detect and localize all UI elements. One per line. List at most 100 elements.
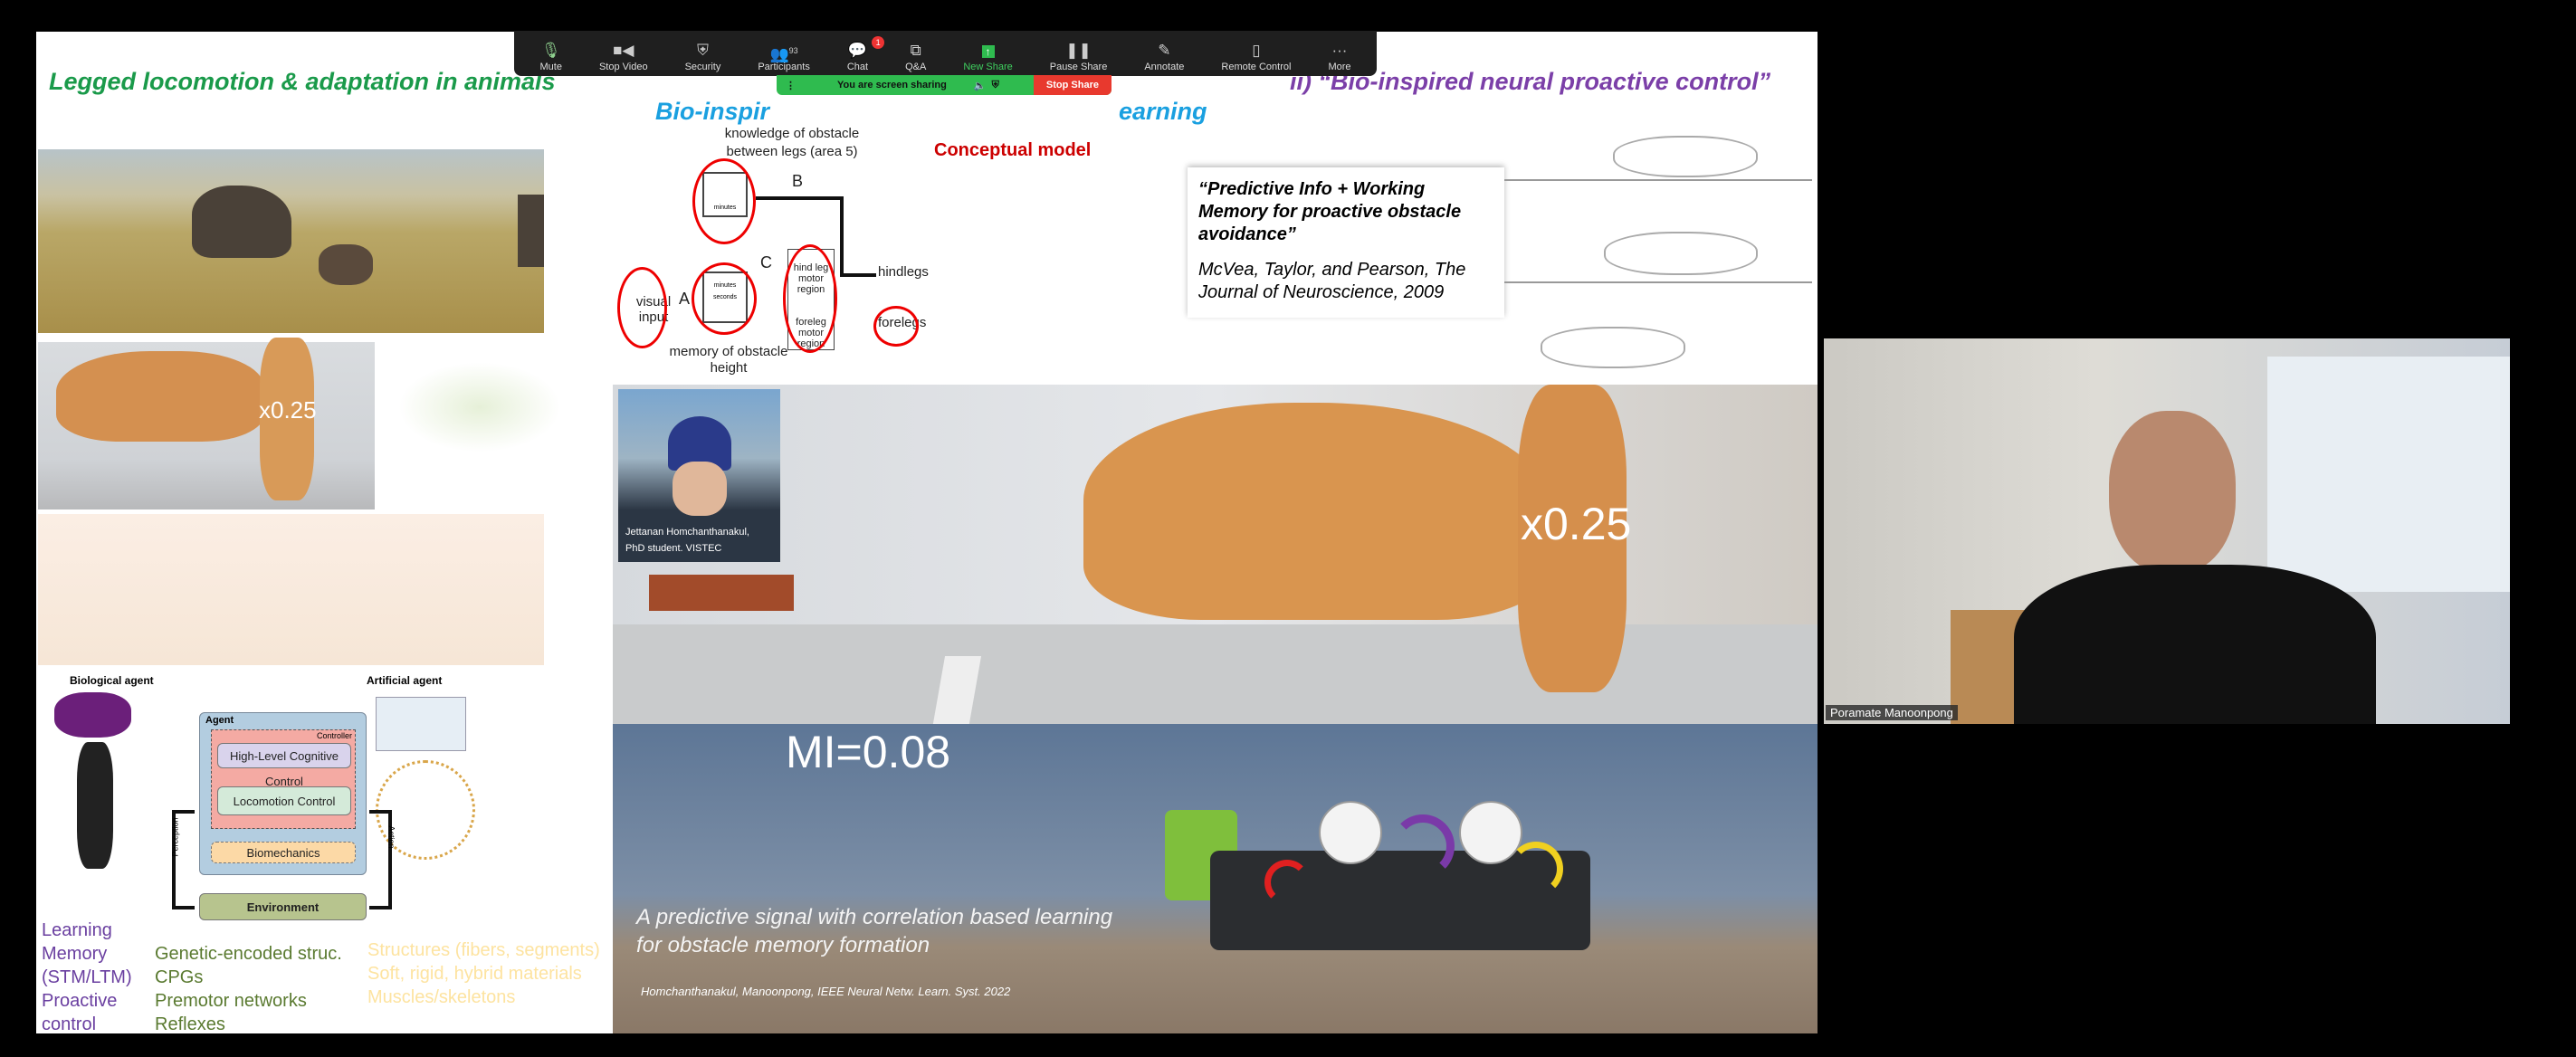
label-b: B: [792, 172, 804, 190]
security-button[interactable]: ⛨ Security: [685, 40, 721, 72]
video-citation: Homchanthanakul, Manoonpong, IEEE Neural…: [641, 985, 1011, 998]
stop-video-button[interactable]: ■◀ Stop Video: [599, 40, 648, 72]
portrait-caption-name: Jettanan Homchanthanakul,: [625, 527, 749, 538]
small-video-speed: x0.25: [259, 396, 317, 424]
pencil-icon: ✎: [1158, 42, 1171, 59]
button-label: Stop Video: [598, 62, 648, 72]
text-line: Learning: [42, 920, 112, 940]
button-label: Annotate: [1144, 62, 1185, 72]
label-a: A: [679, 290, 691, 308]
remote-control-button[interactable]: ▯ Remote Control: [1221, 40, 1291, 72]
chat-badge: 1: [872, 36, 885, 49]
microphone-icon: 🎙: [540, 42, 561, 59]
video-speed-label: x0.25: [1521, 499, 1632, 549]
high-level-cognitive-control: High-Level Cognitive Control: [217, 743, 351, 788]
red-arrow-icon: [1264, 860, 1310, 905]
annotation-circle: [783, 244, 837, 353]
label-memory-height: memory of obstacle height: [669, 344, 788, 376]
more-button[interactable]: ··· More: [1328, 40, 1350, 72]
qa-button[interactable]: ⧉ Q&A: [905, 40, 926, 72]
button-label: New Share: [963, 62, 1013, 72]
annotation-circle: [873, 306, 919, 347]
text-line: control: [42, 1014, 97, 1034]
fly-brain-image: [54, 692, 131, 738]
cat-obstacle-video: Jettanan Homchanthanakul, PhD student. V…: [613, 385, 1818, 724]
heading-bio-inspired-b: earning: [1119, 98, 1207, 125]
share-arrow-icon: ↑: [981, 40, 995, 62]
annotate-button[interactable]: ✎ Annotate: [1144, 40, 1184, 72]
label-agent: Agent: [205, 715, 234, 726]
conceptual-model-title: Conceptual model: [934, 140, 1092, 160]
agent-box: Agent Controller High-Level Cognitive Co…: [199, 712, 367, 875]
shield-icon: ⛨: [697, 42, 709, 59]
button-label: More: [1328, 62, 1351, 72]
qa-icon: ⧉: [910, 42, 921, 59]
yellow-arrow-icon: [1509, 842, 1563, 896]
button-label: Participants: [758, 62, 810, 72]
mute-button[interactable]: 🎙 Mute: [540, 40, 562, 72]
cat-sequence-illustration: [1504, 123, 1817, 381]
presenter-face: [2109, 411, 2236, 574]
button-label: Security: [684, 62, 721, 72]
participant-name-label: Poramate Manoonpong: [1826, 705, 1958, 720]
locomotion-control: Locomotion Control: [217, 786, 351, 815]
quote-text: “Predictive Info + Working Memory for pr…: [1198, 179, 1462, 244]
screen-sharing-bar: ⋮ You are screen sharing 🔈 ⛨ Stop Share: [777, 75, 1111, 95]
video-camera-icon: ■◀: [613, 42, 634, 59]
label-knowledge: knowledge of obstacle between legs (area…: [724, 126, 860, 159]
student-portrait: Jettanan Homchanthanakul, PhD student. V…: [618, 389, 780, 562]
chat-icon: 💬: [847, 42, 868, 59]
audio-icon[interactable]: 🔈: [973, 80, 987, 91]
brain-icon: [1319, 801, 1382, 864]
text-line: CPGs: [155, 967, 204, 987]
agent-diagram: Biological agent Artificial agent Agent …: [36, 674, 615, 932]
more-dots-icon: ···: [1331, 42, 1348, 59]
new-share-button[interactable]: ↑New Share: [963, 40, 1013, 72]
biomechanics: Biomechanics: [211, 842, 356, 863]
button-label: Chat: [846, 62, 869, 72]
button-label: Mute: [539, 62, 562, 72]
faded-leaf-image: [398, 362, 561, 452]
purple-arrow-icon: [1391, 814, 1455, 878]
quote-box: “Predictive Info + Working Memory for pr…: [1188, 167, 1504, 318]
participant-count: 93: [788, 46, 798, 55]
label-action: Action: [386, 825, 396, 849]
video-caption: A predictive signal with correlation bas…: [636, 905, 1113, 957]
webcam-video: Poramate Manoonpong: [1824, 338, 2510, 724]
button-label: Pause Share: [1049, 62, 1108, 72]
text-line: Premotor networks: [155, 991, 307, 1011]
pause-share-button[interactable]: ❚❚ Pause Share: [1050, 40, 1108, 72]
wall-poster: [2267, 357, 2510, 592]
ventral-cord-image: [77, 742, 113, 869]
conceptual-model-diagram: knowledge of obstacle between legs (area…: [615, 109, 1195, 380]
label-perception: Perception: [170, 817, 180, 857]
label-hindlegs: hindlegs: [878, 264, 929, 280]
mouse-icon: ▯: [1252, 42, 1261, 59]
label-artificial-agent: Artificial agent: [367, 674, 443, 687]
presenter-body: [2014, 565, 2376, 724]
text-line: Genetic-encoded struc.: [155, 944, 342, 964]
drag-handle-icon[interactable]: ⋮: [786, 80, 796, 91]
network-image: [376, 697, 466, 751]
button-label: Remote Control: [1221, 62, 1292, 72]
quote-citation: McVea, Taylor, and Pearson, The Journal …: [1198, 260, 1466, 302]
environment: Environment: [199, 893, 367, 920]
pause-icon: ❚❚: [1065, 42, 1092, 59]
heading-legged-locomotion: Legged locomotion & adaptation in animal…: [49, 68, 556, 95]
shield-icon: ⛨: [991, 79, 999, 90]
text-line: Soft, rigid, hybrid materials: [367, 964, 582, 984]
wildebeest-video: [38, 149, 544, 333]
column-biomechanics: Structures (fibers, segments) Soft, rigid…: [367, 938, 600, 1009]
label-c: C: [760, 253, 772, 271]
text-line: Reflexes: [155, 1014, 225, 1034]
stop-share-button[interactable]: Stop Share: [1033, 75, 1111, 95]
stop-share-label: Stop Share: [1045, 80, 1099, 90]
brain-icon: [1459, 801, 1522, 864]
text-line: Structures (fibers, segments): [367, 940, 600, 960]
button-label: Q&A: [905, 62, 927, 72]
